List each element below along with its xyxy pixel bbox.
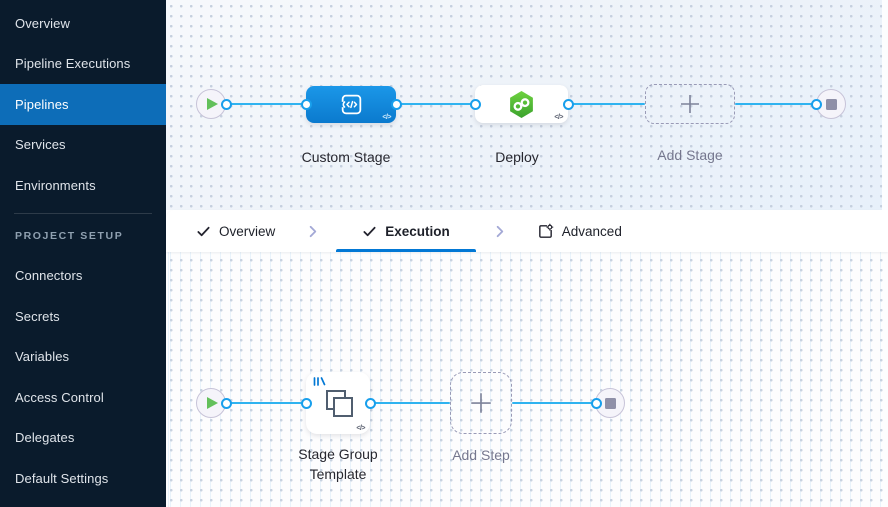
stop-icon [604,397,616,409]
edge-deploy-to-add-stage [568,102,645,106]
execution-end-node [595,388,625,418]
tab-overview[interactable]: Overview [182,210,289,252]
advanced-settings-icon [538,223,554,238]
add-step-button[interactable] [450,372,512,434]
code-view-badge[interactable]: </> [554,114,563,121]
add-stage-button[interactable] [645,84,735,124]
play-icon [207,98,218,110]
sidebar-item-secrets[interactable]: Secrets [15,308,60,324]
add-step-label: Add Step [452,447,510,463]
port-deploy-out[interactable] [562,98,574,110]
add-stage-label: Add Stage [657,147,723,163]
port-start-out[interactable] [220,98,232,110]
edge-stage-group-to-add-step [370,401,450,405]
port-stage-group-in[interactable] [300,397,312,409]
edge-custom-stage-to-deploy [396,102,475,106]
sidebar-item-delegates[interactable]: Delegates [15,430,75,446]
stage-group-icon [326,390,353,417]
project-setup-list: Connectors Secrets Variables Access Cont… [0,256,166,499]
edge-start-to-stage-group [226,401,306,405]
check-icon [363,226,376,236]
edge-add-step-to-end [512,401,596,405]
port-exec-end-in[interactable] [590,397,602,409]
template-badge-icon [313,377,326,386]
deploy-cd-icon [510,90,533,118]
port-deploy-in[interactable] [469,98,481,110]
chevron-right-icon [492,224,507,239]
port-exec-start-out[interactable] [220,397,232,409]
port-custom-stage-out[interactable] [390,98,402,110]
code-view-badge[interactable]: </> [382,114,391,121]
stop-icon [825,98,837,110]
check-icon [197,226,210,236]
edge-start-to-custom-stage [226,102,306,106]
code-view-badge[interactable]: </> [356,425,365,432]
active-tab-underline [336,249,476,252]
sidebar-item-environments[interactable]: Environments [15,177,96,193]
execution-graph-canvas[interactable]: </> Stage Group Template Add Step [166,252,888,507]
play-icon [207,397,218,409]
tab-execution-label: Execution [385,223,450,239]
plus-icon [681,95,699,113]
port-custom-stage-in[interactable] [300,98,312,110]
sidebar-item-default-settings[interactable]: Default Settings [15,470,109,486]
main-area: </> </> [166,0,888,507]
tab-advanced[interactable]: Advanced [523,210,636,252]
plus-icon [471,393,491,413]
tab-overview-label: Overview [219,223,276,239]
sidebar: Overview Pipeline Executions Pipelines S… [0,0,166,507]
port-end-in[interactable] [810,98,822,110]
tab-execution[interactable]: Execution [336,210,476,252]
stage-graph-canvas[interactable]: </> </> [166,0,888,210]
sidebar-item-pipelines[interactable]: Pipelines [0,84,166,125]
stage-group-template-node[interactable]: </> [306,372,370,434]
sidebar-item-pipeline-executions[interactable]: Pipeline Executions [15,56,131,72]
custom-stage-label: Custom Stage [301,149,391,165]
project-setup-heading: PROJECT SETUP [15,229,124,242]
sidebar-item-overview[interactable]: Overview [15,15,70,31]
custom-stage-icon [339,94,361,115]
stage-group-template-label: Stage Group Template [298,446,378,483]
deploy-stage-label: Deploy [495,149,539,165]
deploy-stage-node[interactable]: </> [475,85,568,123]
sidebar-item-services[interactable]: Services [15,137,66,153]
port-stage-group-out[interactable] [364,397,376,409]
chevron-right-icon [305,224,320,239]
custom-stage-node[interactable]: </> [306,86,396,123]
sidebar-divider [14,212,152,214]
canvas-scrollbar[interactable] [882,0,888,210]
sidebar-item-variables[interactable]: Variables [15,349,70,365]
edge-add-stage-to-end [735,102,816,106]
sidebar-item-connectors[interactable]: Connectors [15,268,83,284]
stage-config-tabbar: Overview Execution [166,210,888,252]
tab-advanced-label: Advanced [561,223,622,239]
sidebar-item-access-control[interactable]: Access Control [15,389,104,405]
